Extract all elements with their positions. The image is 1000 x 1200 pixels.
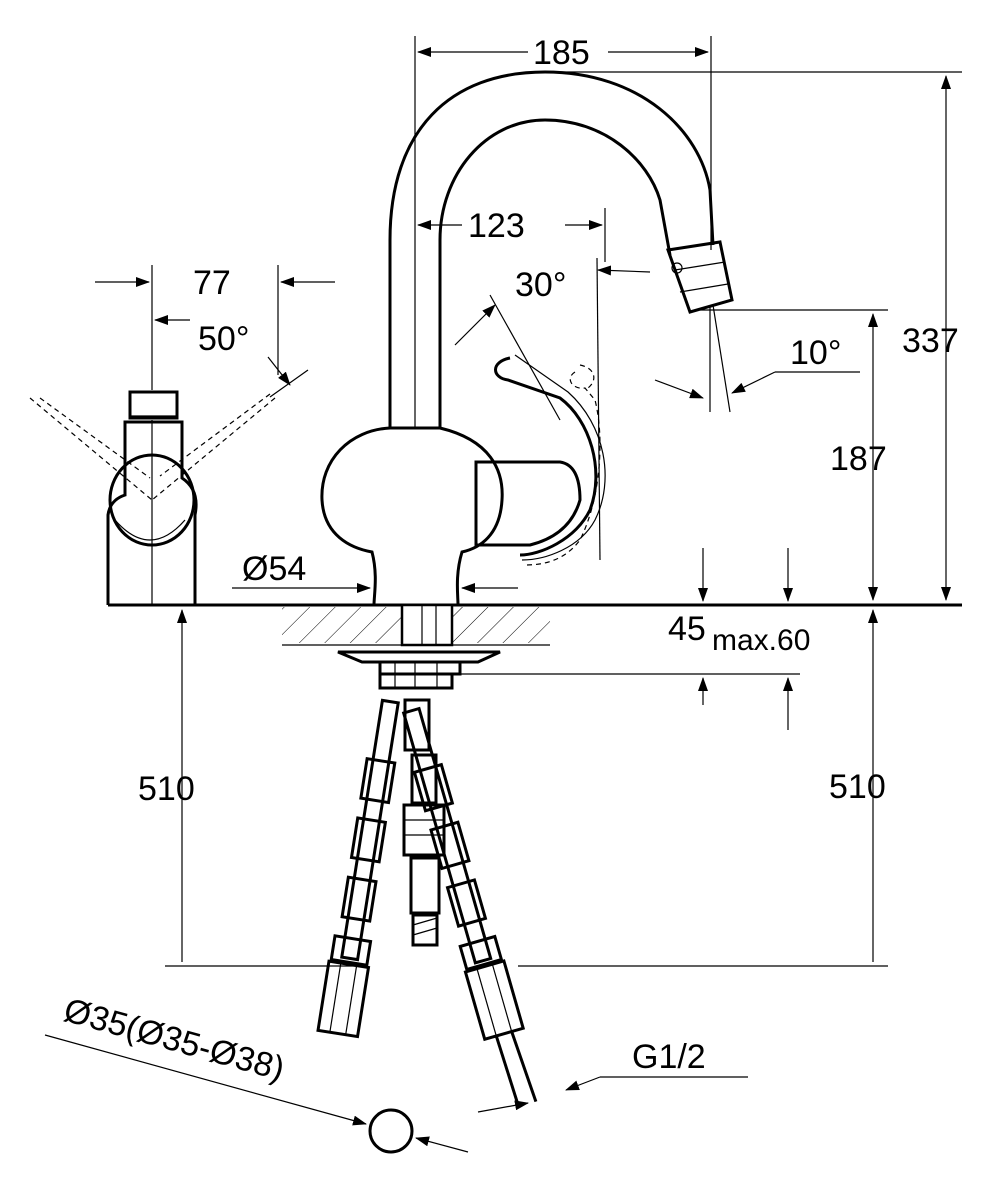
- threaded-rod: [402, 698, 446, 947]
- dimension-lines: [44, 36, 962, 1154]
- dim-height-total: 337: [902, 322, 959, 360]
- dim-hose-length-right: 510: [829, 768, 886, 806]
- dim-lever-angle-side: 50°: [198, 320, 249, 358]
- dim-spout-reach: 185: [533, 34, 590, 72]
- dim-spout-outlet-height: 187: [830, 440, 887, 478]
- dim-base-diameter: Ø54: [242, 550, 306, 588]
- side-view-lever: [29, 265, 279, 605]
- mounting-hardware: [337, 603, 501, 690]
- dim-lever-offset-side: 77: [193, 264, 231, 302]
- faucet-body: [320, 70, 734, 607]
- dim-spout-tilt-angle: 10°: [790, 334, 841, 372]
- dim-spout-inner-reach: 123: [468, 207, 525, 245]
- hose-right: [401, 706, 538, 1107]
- hose-left: [316, 698, 400, 1039]
- dim-hose-length-left: 510: [138, 770, 195, 808]
- dim-thread-size: G1/2: [632, 1038, 706, 1076]
- dim-deck-thickness: 45: [668, 610, 706, 648]
- dim-deck-thickness-max: max.60: [712, 624, 810, 657]
- countertop: [108, 603, 962, 646]
- dim-lever-angle-front: 30°: [515, 266, 566, 304]
- dim-hole-diameter: Ø35(Ø35-Ø38): [60, 991, 289, 1088]
